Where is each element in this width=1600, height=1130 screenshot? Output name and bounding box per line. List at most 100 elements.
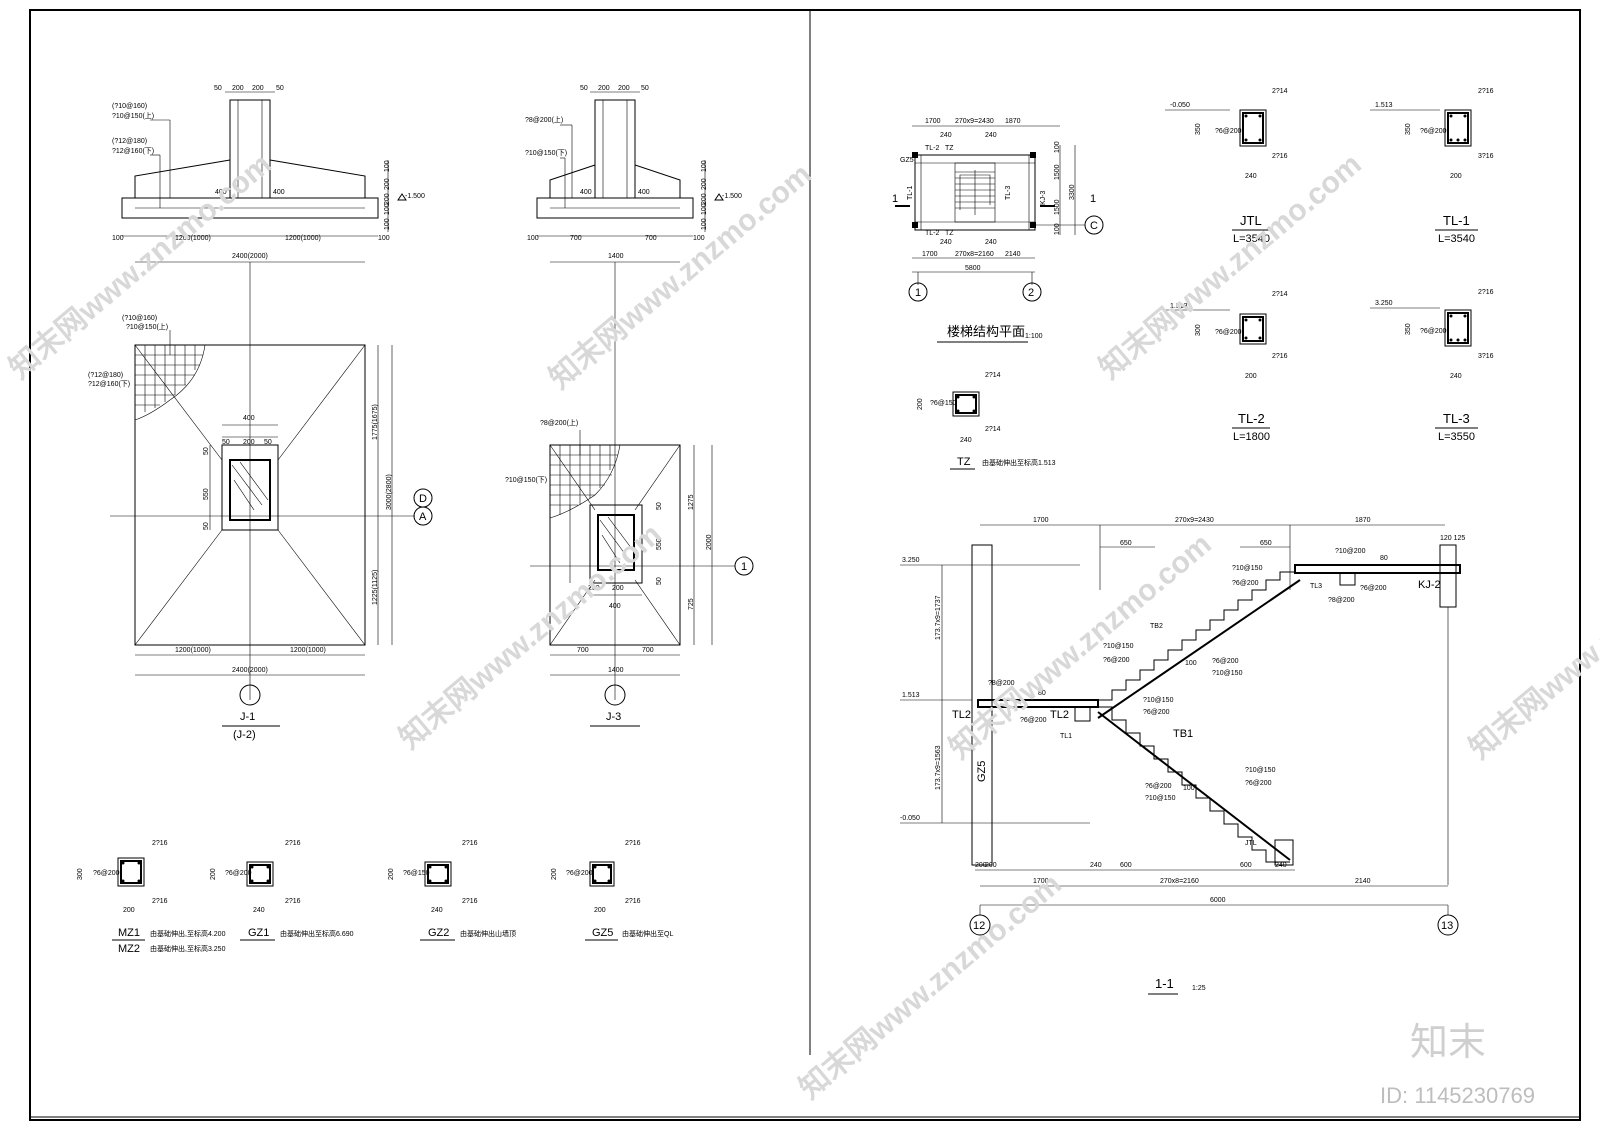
column-stirrup: ?6@150 — [403, 870, 430, 877]
beam-name: TL-1 — [1443, 213, 1470, 228]
j3-dim: 50 — [580, 85, 588, 92]
watermark-text: 知末网www.znzmo.com — [793, 868, 1067, 1106]
beam-elev: 1.513 — [1375, 102, 1393, 109]
beam-dim: 200 — [1450, 173, 1462, 180]
column-stirrup: ?6@200 — [225, 870, 252, 877]
beam-rebar: 3?16 — [1478, 153, 1494, 160]
j1-dim: 50 — [264, 439, 272, 446]
stair-plan-dim: 1700 — [922, 251, 938, 258]
j1-dim: 400 — [215, 189, 227, 196]
tz-rebar: 2?14 — [985, 372, 1001, 379]
j3-dim: 1400 — [608, 667, 624, 674]
beam-stirrup: ?6@200 — [1215, 329, 1242, 336]
upper-flight-steps — [1098, 571, 1295, 701]
section-label: GZ5 — [976, 761, 988, 782]
j3-dim: 400 — [609, 603, 621, 610]
j3-dim: 50 — [656, 577, 663, 585]
j3-elev: -1.500 — [722, 193, 742, 200]
j1-dim: 100 — [378, 235, 390, 242]
column-rebar: 2?16 — [285, 898, 301, 905]
watermark-text: 知末网www.znzmo.com — [393, 518, 667, 756]
j1-dim: 200 — [384, 193, 391, 205]
section-dim: 240 — [1275, 862, 1287, 869]
stair-plan-label: 240 — [940, 132, 952, 139]
beam-stirrup: ?6@200 — [1420, 328, 1447, 335]
beam-dim: 300 — [1195, 324, 1202, 336]
section-label: 80 — [1380, 555, 1388, 562]
j3-dim: 100 — [701, 203, 708, 215]
column-stirrup: ?6@200 — [566, 870, 593, 877]
section-label: ?6@200 — [1143, 709, 1170, 716]
axis-bubble-1 — [908, 282, 928, 302]
section-label: ?6@200 — [1245, 780, 1272, 787]
stair-plan-dim: 1870 — [1005, 118, 1021, 125]
axis-bubble-13 — [1437, 914, 1459, 936]
j3-plan-rebar: ?8@200(上) — [540, 418, 578, 427]
section-label: ?10@150 — [1143, 697, 1174, 704]
stair-plan-label: TL-1 — [907, 186, 914, 201]
stair-plan-dim: 1700 — [925, 118, 941, 125]
section-label: ?10@150 — [1212, 670, 1243, 677]
tz-name: TZ — [957, 456, 971, 468]
section-label: TL3 — [1310, 583, 1322, 590]
axis-label: C — [1090, 220, 1098, 232]
stair-plan: 1700 270x9=2430 1870 TL-2 TZ TL-1 TL-3 G… — [892, 118, 1104, 343]
j1-dim: 50 — [222, 439, 230, 446]
stair-plan-label: TZ — [945, 145, 954, 152]
j1-dim: 1200(1000) — [285, 235, 321, 242]
j1-title: J-1 — [240, 711, 255, 723]
beam-rebar: 2?14 — [1272, 88, 1288, 95]
stair-plan-title: 楼梯结构平面 — [947, 324, 1025, 339]
j3-section: 50 200 200 50 ?8@200(上) ?10@150(下) 400 4… — [525, 85, 742, 263]
stair-plan-label: 240 — [985, 239, 997, 246]
j3-dim: 200 — [618, 85, 630, 92]
section-dim: 270x9=2430 — [1175, 517, 1214, 524]
column-name: MZ1 — [118, 927, 140, 939]
j1-dim: 2400(2000) — [232, 253, 268, 260]
column-note: 由基础伸出,至标高3.250 — [150, 944, 226, 953]
j1-plan: (?10@160) ?10@150(上) (?12@180) ?12@160(下… — [88, 262, 433, 741]
section-label: ?6@200 — [1103, 657, 1130, 664]
section-top-landing — [1294, 564, 1461, 574]
column-dim: 240 — [253, 907, 265, 914]
j1-plan-rebar: (?12@180) — [88, 372, 123, 379]
j3-dim: 725 — [688, 598, 695, 610]
stair-plan-scale: 1:100 — [1025, 333, 1043, 340]
section-label: ?8@200 — [1328, 597, 1355, 604]
beam-rebar: 2?16 — [1272, 153, 1288, 160]
brand-logo: 知末 — [1410, 1022, 1486, 1064]
j3-dim: 200 — [598, 85, 610, 92]
tz-rebar: 2?14 — [985, 426, 1001, 433]
column-gz1: 2?16 2?16 ?6@200 200 240 GZ1 由基础伸出至标高6.6… — [210, 840, 354, 941]
j3-dim: 1400 — [608, 253, 624, 260]
j1-dim: 400 — [243, 415, 255, 422]
axis-bubble-a — [413, 506, 433, 526]
column-rebar: 2?16 — [152, 840, 168, 847]
column-gz2: 2?16 2?16 ?6@150 200 240 GZ2 由基础伸出山墙顶 — [388, 840, 516, 941]
column-dim: 300 — [77, 868, 84, 880]
j1-dim: 200 — [252, 85, 264, 92]
stair-plan-dim: 1500 — [1054, 164, 1061, 180]
stair-plan-dim: 5800 — [965, 265, 981, 272]
stair-plan-label: GZ5 — [900, 157, 914, 164]
axis-bubble-c — [1084, 215, 1104, 235]
column-note: 由基础伸出山墙顶 — [460, 929, 516, 938]
section-label: ?10@150 — [1145, 795, 1176, 802]
column-note: 由基础伸出至标高6.690 — [280, 929, 354, 938]
j3-dim: 550 — [656, 538, 663, 550]
section-dim: 650 — [1260, 540, 1272, 547]
j3-dim: 200 — [612, 585, 624, 592]
tz-stirrup: ?6@150 — [930, 400, 957, 407]
beam-rebar: 3?16 — [1478, 353, 1494, 360]
beam-elev: 1.513 — [1170, 303, 1188, 310]
stair-plan-dim: 100 — [1054, 223, 1061, 235]
tz-dim: 200 — [917, 398, 924, 410]
column-dim: 200 — [388, 868, 395, 880]
j3-dim: 700 — [645, 235, 657, 242]
section-dim: 240 — [1090, 862, 1102, 869]
j1-plan-rebar: ?12@160(下) — [88, 380, 130, 388]
axis-label: A — [419, 511, 427, 523]
section-dim: 650 — [1120, 540, 1132, 547]
j3-dim: 50 — [641, 85, 649, 92]
section-label: 100 — [1183, 785, 1195, 792]
